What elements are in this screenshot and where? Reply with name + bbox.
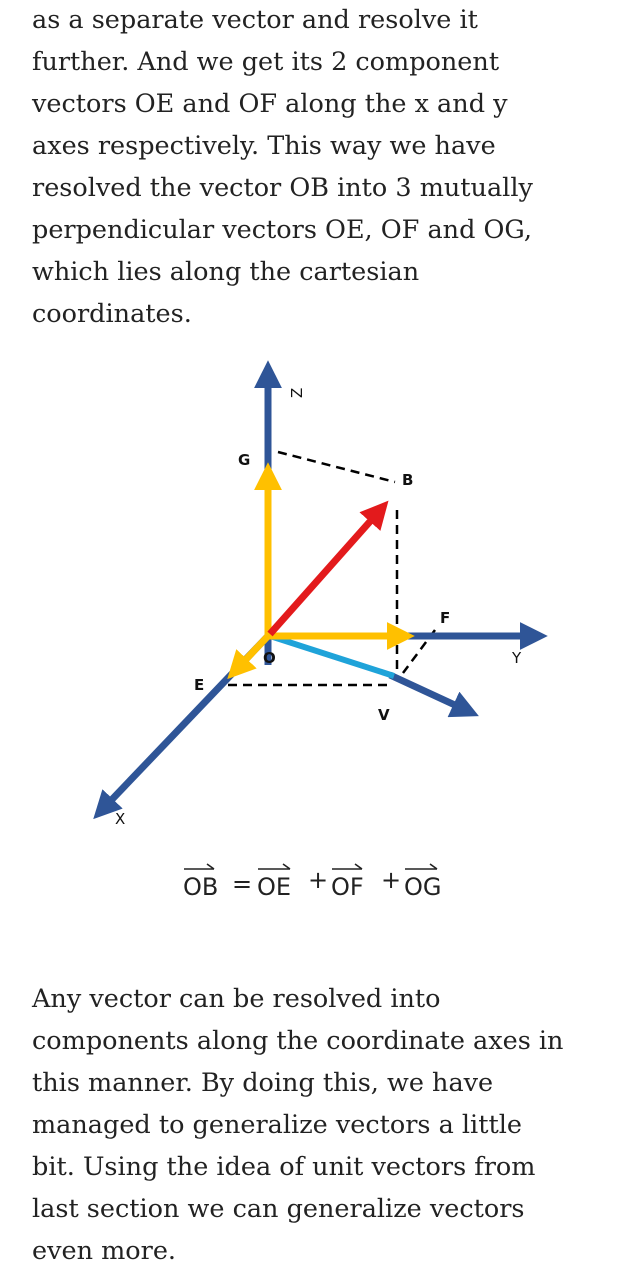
vector-equation: OB = OE + OF + OG [183, 863, 442, 901]
text-line: coordinates. [32, 299, 192, 329]
text-line: Any vector can be resolved into [32, 984, 441, 1014]
text-line: components along the coordinate axes in [32, 1026, 564, 1056]
eq-plus-2: + [381, 866, 401, 894]
label-y: Y [511, 649, 522, 667]
text-line: managed to generalize vectors a little [32, 1110, 522, 1140]
vector-resolution-diagram: Z G B F Y O E V X OB = OE + OF + OG [93, 360, 548, 901]
label-z: Z [288, 388, 306, 398]
overline-arrow-oe [258, 863, 291, 870]
label-e: E [194, 676, 204, 694]
vector-ov [269, 633, 395, 679]
text-line: which lies along the cartesian [32, 257, 420, 287]
paragraph-top: as a separate vector and resolve it furt… [32, 0, 533, 335]
label-x: X [115, 810, 125, 828]
vector-overline-arrows [184, 863, 438, 870]
text-line: bit. Using the idea of unit vectors from [32, 1152, 536, 1182]
label-b: B [402, 471, 413, 489]
text-line: this manner. By doing this, we have [32, 1068, 494, 1098]
dashed-line-g-b [277, 450, 396, 484]
text-line: perpendicular vectors OE, OF and OG, [32, 215, 533, 245]
vector-ob [267, 500, 389, 637]
text-line: as a separate vector and resolve it [32, 5, 478, 35]
v-axis [388, 671, 479, 718]
overline-arrow-ob [184, 863, 215, 870]
overline-arrow-og [405, 863, 438, 870]
paragraph-bottom: Any vector can be resolved into componen… [32, 978, 563, 1272]
eq-ob: OB [183, 873, 218, 901]
overline-arrow-of [332, 863, 363, 870]
eq-equals: = [232, 870, 252, 898]
text-line: even more. [32, 1236, 177, 1266]
text-line: further. And we get its 2 component [32, 47, 500, 77]
text-line: resolved the vector OB into 3 mutually [32, 173, 533, 203]
eq-og: OG [404, 873, 442, 901]
text-line: axes respectively. This way we have [32, 131, 496, 161]
label-o: O [263, 649, 276, 667]
eq-of: OF [331, 873, 364, 901]
vector-oe [227, 633, 271, 680]
eq-plus-1: + [308, 866, 328, 894]
label-g: G [238, 451, 250, 469]
eq-oe: OE [257, 873, 291, 901]
text-line: vectors OE and OF along the x and y [32, 89, 508, 119]
label-f: F [440, 609, 450, 627]
label-v: V [378, 706, 390, 724]
text-line: last section we can generalize vectors [32, 1194, 525, 1224]
